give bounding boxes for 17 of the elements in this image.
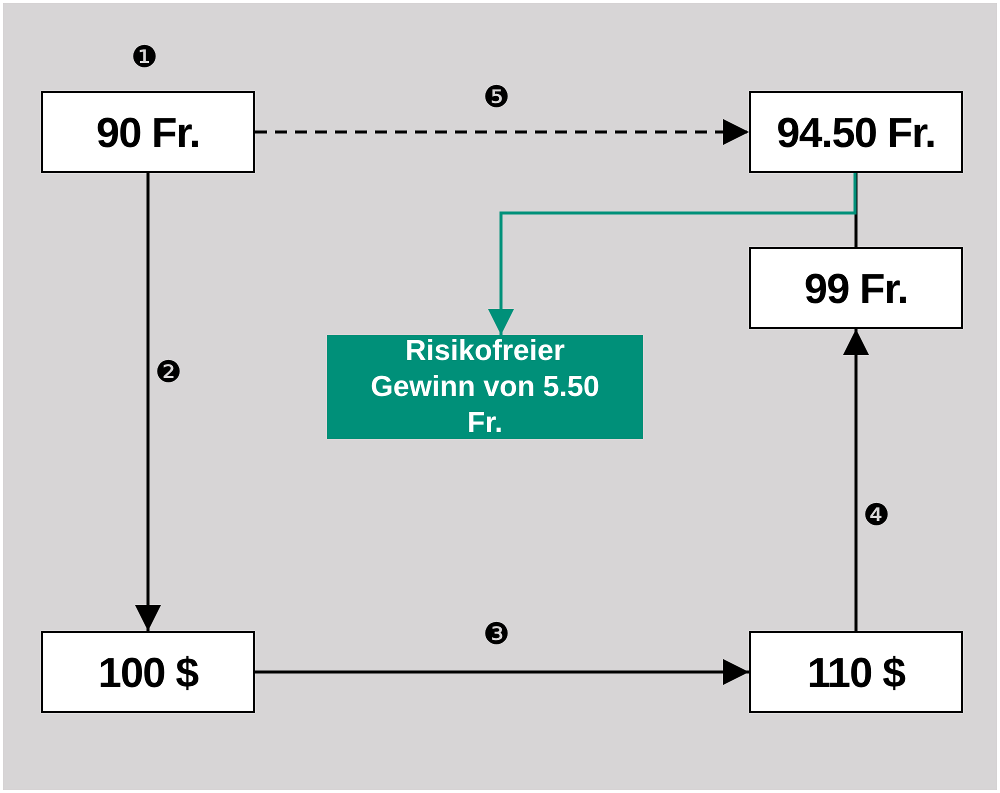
arrow bbox=[255, 659, 749, 685]
arrow bbox=[843, 329, 869, 631]
connector-line bbox=[854, 173, 858, 247]
step-number: ❷ bbox=[155, 358, 182, 388]
step-number: ❹ bbox=[863, 501, 890, 531]
value-box: 99 Fr. bbox=[749, 247, 963, 329]
arrow bbox=[135, 173, 161, 631]
step-number: ❺ bbox=[483, 83, 510, 113]
arrow bbox=[255, 119, 749, 145]
value-box: 110 $ bbox=[749, 631, 963, 713]
step-number: ❸ bbox=[483, 620, 510, 650]
value-box: 100 $ bbox=[41, 631, 255, 713]
result-box: Risikofreier Gewinn von 5.50 Fr. bbox=[327, 335, 643, 439]
value-box: 94.50 Fr. bbox=[749, 91, 963, 173]
arrow bbox=[488, 173, 856, 335]
step-number: ❶ bbox=[131, 43, 158, 73]
value-box: 90 Fr. bbox=[41, 91, 255, 173]
